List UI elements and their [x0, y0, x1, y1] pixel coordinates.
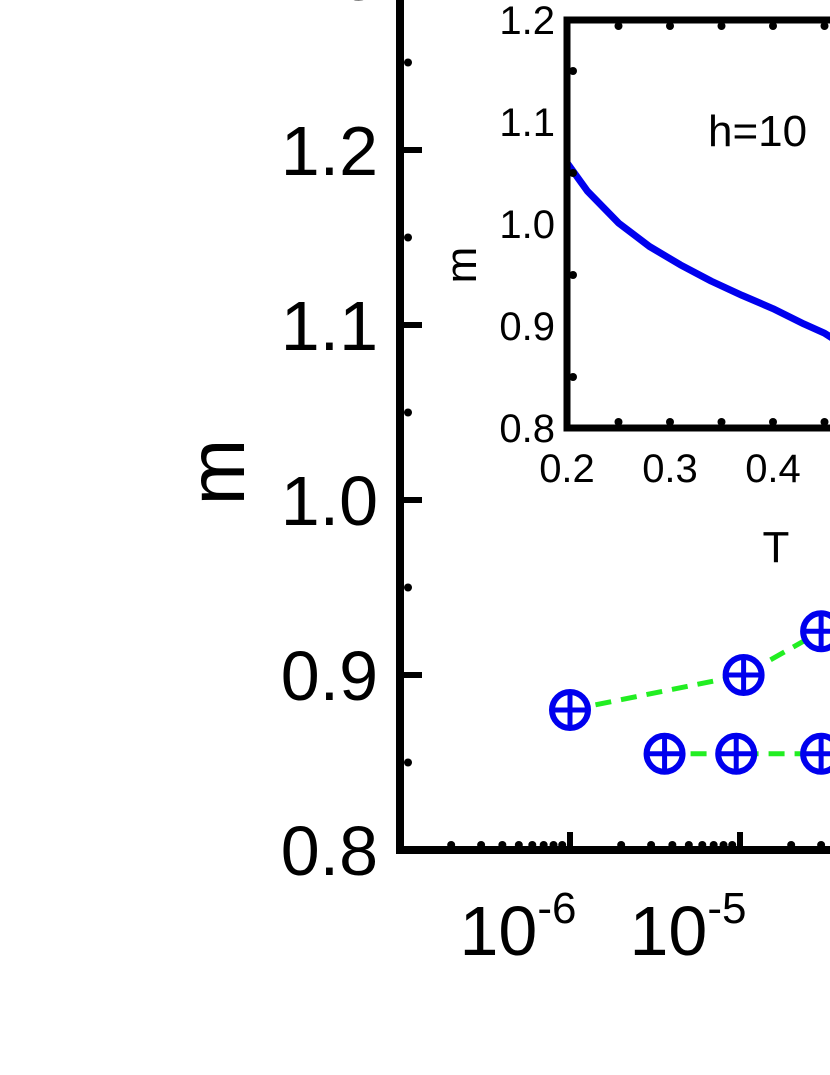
inset-series-line	[564, 160, 830, 341]
inset-background	[567, 20, 830, 428]
main-y-minor-tick	[404, 583, 412, 592]
main-x-tick-label: 10-6	[460, 884, 577, 970]
main-y-axis-title: m	[172, 439, 261, 506]
data-point	[549, 689, 591, 731]
main-y-tick-label: 1.3	[281, 0, 378, 15]
main-x-minor-tick	[514, 841, 523, 849]
inset-x-tick	[769, 418, 777, 426]
main-x-minor-tick	[684, 841, 693, 849]
main-x-minor-tick	[719, 841, 728, 849]
inset-y-tick-label: 1.1	[499, 101, 555, 145]
inset-frame	[563, 16, 830, 432]
inset-x-tick	[820, 418, 829, 426]
data-point	[715, 732, 758, 775]
series-1-line	[569, 629, 823, 713]
main-x-minor-tick	[728, 841, 737, 849]
data-point	[722, 654, 765, 696]
inset-y-tick-label: 0.8	[499, 407, 555, 451]
main-y-tick-label: 0.8	[281, 812, 378, 890]
inset-y-tick-label: 0.9	[499, 305, 555, 349]
main-y-tick-label: 0.9	[281, 637, 378, 715]
main-y-tick-label: 1.2	[281, 112, 378, 190]
main-x-minor-tick	[477, 841, 486, 849]
data-point	[800, 610, 830, 653]
main-x-minor-tick	[558, 841, 567, 849]
main-x-minor-tick	[698, 841, 707, 849]
inset-y-axis-title: m	[437, 247, 486, 284]
main-x-minor-tick	[617, 841, 626, 849]
inset-x-top-tick	[666, 22, 674, 30]
inset-annotation: h=10	[708, 107, 807, 156]
inset-plot: 0.8 0.9 1.0 1.1 1.2 0.2 0.3 0.4 mTh=10	[437, 0, 830, 572]
main-x-minor-tick	[709, 841, 718, 849]
main-x-minor-tick	[787, 841, 796, 849]
inset-x-top-tick	[717, 22, 726, 30]
inset-y-minor-tick	[569, 373, 577, 381]
main-x-minor-tick	[817, 841, 826, 849]
inset-x-top-tick	[614, 22, 623, 30]
inset-x-tick	[666, 418, 674, 426]
main-x-minor-tick	[498, 841, 507, 849]
main-y-minor-tick	[404, 758, 412, 767]
main-y-tick-label: 1.0	[281, 462, 378, 540]
inset-x-top-tick	[769, 22, 777, 30]
main-y-minor-tick	[404, 233, 412, 242]
inset-y-minor-tick	[569, 169, 577, 177]
main-x-minor-tick	[447, 841, 456, 849]
inset-x-tick	[614, 418, 623, 426]
main-x-minor-tick	[647, 841, 656, 849]
inset-y-minor-tick	[569, 271, 577, 279]
main-x-minor-tick	[539, 841, 548, 849]
inset-y-minor-tick	[569, 67, 577, 75]
main-x-minor-tick	[668, 841, 677, 849]
inset-x-tick	[717, 418, 726, 426]
data-point	[643, 732, 686, 775]
data-point	[800, 732, 830, 775]
main-x-minor-tick	[549, 841, 558, 849]
inset-y-tick-label: 1.2	[499, 0, 555, 43]
main-y-tick-label: 1.1	[281, 287, 378, 365]
inset-x-tick-label: 0.4	[745, 447, 801, 491]
inset-x-axis-title: T	[763, 523, 790, 572]
inset-y-tick-label: 1.0	[499, 203, 555, 247]
main-y-minor-tick	[404, 408, 412, 417]
main-plot: 0.80.91.01.11.21.310-610-5mh	[172, 0, 830, 970]
main-y-minor-tick	[404, 58, 412, 67]
main-x-tick-label: 10-5	[630, 884, 747, 970]
main-x-minor-tick	[528, 841, 537, 849]
inset-x-tick-label: 0.3	[642, 447, 698, 491]
inset-x-tick-label: 0.2	[539, 447, 595, 491]
inset-x-top-tick	[820, 22, 829, 30]
